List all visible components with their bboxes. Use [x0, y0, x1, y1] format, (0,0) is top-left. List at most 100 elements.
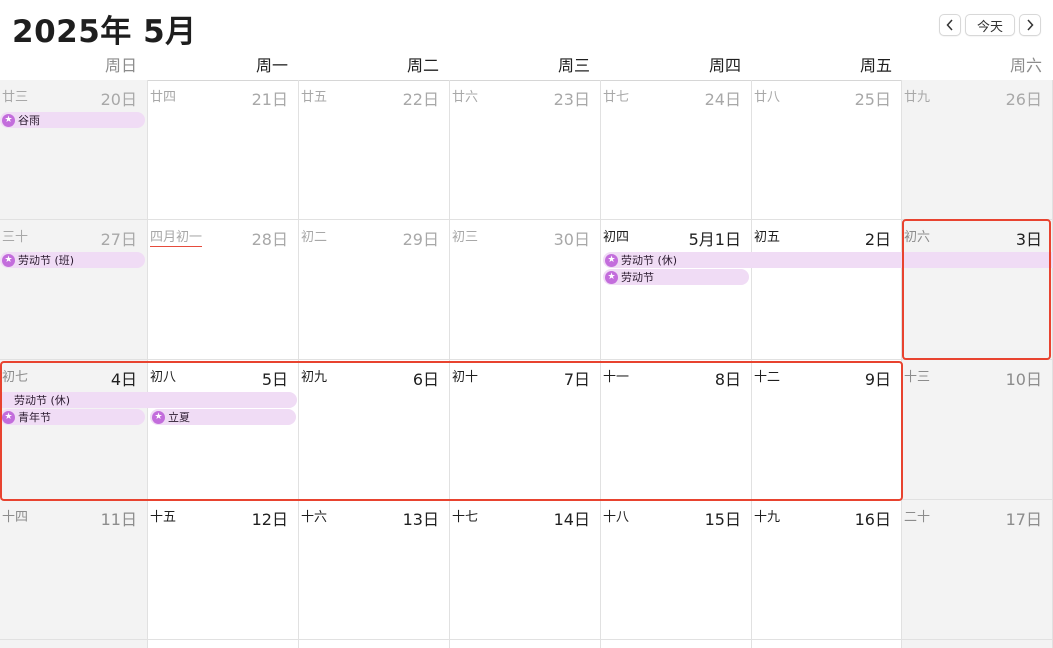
lunar-date: 初七 — [2, 370, 29, 385]
day-number: 8日 — [714, 370, 741, 389]
day-cell[interactable]: 廿五 22日 — [299, 80, 450, 220]
day-cell[interactable]: 初二 29日 — [299, 220, 450, 360]
event-label: 谷雨 — [18, 114, 40, 127]
day-cell — [902, 640, 1053, 648]
day-cell[interactable]: 初十 7日 — [450, 360, 601, 500]
day-cell[interactable]: 十五 12日 — [148, 500, 299, 640]
day-number: 6日 — [412, 370, 439, 389]
lunar-date: 十五 — [150, 510, 177, 525]
event-labor-day[interactable]: ★ 劳动节 — [603, 269, 749, 285]
day-number: 16日 — [854, 510, 891, 529]
day-number: 14日 — [553, 510, 590, 529]
lunar-date: 廿五 — [301, 90, 328, 105]
weekday-sunday: 周日 — [104, 56, 137, 75]
day-cell[interactable]: 廿六 23日 — [450, 80, 601, 220]
day-cell[interactable]: 初五 2日 — [752, 220, 902, 360]
lunar-date: 十一 — [603, 370, 630, 385]
day-number: 12日 — [251, 510, 288, 529]
day-number: 24日 — [704, 90, 741, 109]
day-cell[interactable]: 初六 3日 — [902, 220, 1053, 360]
event-labor-work[interactable]: ★ 劳动节 (班) — [0, 252, 145, 268]
event-labor-rest-continued[interactable]: 劳动节 (休) — [0, 392, 297, 408]
weekday-saturday: 周六 — [1009, 56, 1042, 75]
day-number: 3日 — [1015, 230, 1042, 249]
day-cell[interactable]: 十八 15日 — [601, 500, 752, 640]
event-guyu[interactable]: ★ 谷雨 — [0, 112, 145, 128]
day-cell[interactable]: 四月初一 28日 — [148, 220, 299, 360]
lunar-date: 廿八 — [754, 90, 781, 105]
weekday-monday: 周一 — [255, 56, 288, 75]
weekday-header: 周日 周一 周二 周三 周四 周五 周六 — [0, 50, 1053, 81]
event-label: 劳动节 (休) — [14, 394, 71, 407]
day-number: 10日 — [1005, 370, 1042, 389]
day-cell[interactable]: 廿九 26日 — [902, 80, 1053, 220]
day-cell — [752, 640, 902, 648]
day-cell — [450, 640, 601, 648]
lunar-date: 十二 — [754, 370, 781, 385]
day-number: 29日 — [402, 230, 439, 249]
day-cell[interactable]: 廿八 25日 — [752, 80, 902, 220]
day-cell[interactable]: 十七 14日 — [450, 500, 601, 640]
day-number: 11日 — [100, 510, 137, 529]
day-cell[interactable]: 三十 27日 — [0, 220, 148, 360]
day-number: 23日 — [553, 90, 590, 109]
weekday-wednesday: 周三 — [557, 56, 590, 75]
star-icon: ★ — [605, 270, 618, 284]
lunar-date: 廿三 — [2, 90, 29, 105]
event-lixia[interactable]: ★ 立夏 — [150, 409, 296, 425]
event-label: 立夏 — [168, 411, 190, 424]
day-cell[interactable]: 廿三 20日 — [0, 80, 148, 220]
day-number: 2日 — [864, 230, 891, 249]
chevron-right-icon[interactable] — [1019, 14, 1041, 36]
lunar-date: 十九 — [754, 510, 781, 525]
event-youth-day[interactable]: ★ 青年节 — [0, 409, 145, 425]
lunar-date: 初九 — [301, 370, 328, 385]
day-cell[interactable]: 廿七 24日 — [601, 80, 752, 220]
day-cell[interactable]: 初八 5日 — [148, 360, 299, 500]
day-number: 7日 — [563, 370, 590, 389]
day-number: 25日 — [854, 90, 891, 109]
event-label: 劳动节 (休) — [621, 254, 678, 267]
lunar-date: 廿六 — [452, 90, 479, 105]
lunar-date: 十八 — [603, 510, 630, 525]
day-cell[interactable]: 十三 10日 — [902, 360, 1053, 500]
lunar-date: 初二 — [301, 230, 328, 245]
month-title: 2025年 5月 — [12, 14, 197, 50]
day-cell[interactable]: 廿四 21日 — [148, 80, 299, 220]
lunar-date: 初六 — [904, 230, 931, 245]
star-icon: ★ — [2, 253, 15, 267]
lunar-date: 十四 — [2, 510, 29, 525]
day-cell[interactable]: 十二 9日 — [752, 360, 902, 500]
star-icon: ★ — [605, 253, 618, 267]
day-cell — [299, 640, 450, 648]
lunar-date: 初八 — [150, 370, 177, 385]
event-labor-rest[interactable]: ★ 劳动节 (休) — [603, 252, 1053, 268]
day-number: 30日 — [553, 230, 590, 249]
day-cell — [148, 640, 299, 648]
day-cell[interactable]: 初四 5月1日 — [601, 220, 752, 360]
star-icon: ★ — [2, 113, 15, 127]
day-cell — [0, 640, 148, 648]
day-cell[interactable]: 初七 4日 — [0, 360, 148, 500]
day-number: 22日 — [402, 90, 439, 109]
day-cell[interactable]: 十一 8日 — [601, 360, 752, 500]
day-number: 5月1日 — [688, 230, 741, 249]
star-icon: ★ — [152, 410, 165, 424]
lunar-month-start: 四月初一 — [150, 226, 203, 247]
day-cell[interactable]: 二十 17日 — [902, 500, 1053, 640]
day-number: 4日 — [110, 370, 137, 389]
day-number: 15日 — [704, 510, 741, 529]
day-cell[interactable]: 十四 11日 — [0, 500, 148, 640]
chevron-left-icon[interactable] — [939, 14, 961, 36]
day-cell[interactable]: 十九 16日 — [752, 500, 902, 640]
day-cell[interactable]: 十六 13日 — [299, 500, 450, 640]
weekday-tuesday: 周二 — [406, 56, 439, 75]
today-button[interactable]: 今天 — [965, 14, 1015, 36]
day-number: 27日 — [100, 230, 137, 249]
lunar-date: 廿四 — [150, 90, 177, 105]
day-cell[interactable]: 初九 6日 — [299, 360, 450, 500]
lunar-date: 廿九 — [904, 90, 931, 105]
day-cell[interactable]: 初三 30日 — [450, 220, 601, 360]
day-number: 20日 — [100, 90, 137, 109]
day-number: 13日 — [402, 510, 439, 529]
